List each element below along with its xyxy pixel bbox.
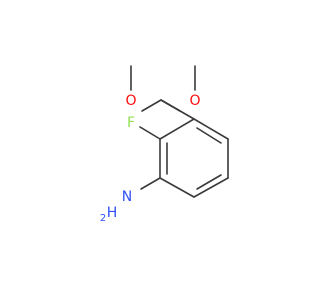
amine-h2-label: H <box>107 205 118 221</box>
ring-bond <box>193 177 229 198</box>
chemical-structure: O O F N H 2 <box>100 65 229 224</box>
oxygen-right-label: O <box>189 93 200 109</box>
fluorine-label: F <box>127 115 135 131</box>
nitrogen-label: N <box>122 189 132 205</box>
c-f-bond <box>139 126 161 140</box>
ring-double-bond <box>196 174 222 190</box>
oxygen-left-label: O <box>125 93 136 109</box>
ring-double-bond <box>196 127 222 144</box>
ring-bond <box>193 118 229 140</box>
structure-canvas: O O F N H 2 <box>100 65 229 224</box>
ring-bond <box>159 118 195 140</box>
o-ch-bond <box>141 99 162 112</box>
c-n-bond <box>140 177 161 190</box>
amine-h2-subscript: 2 <box>100 213 106 224</box>
ring-bond <box>159 177 195 198</box>
o-ch-bond <box>160 99 181 112</box>
